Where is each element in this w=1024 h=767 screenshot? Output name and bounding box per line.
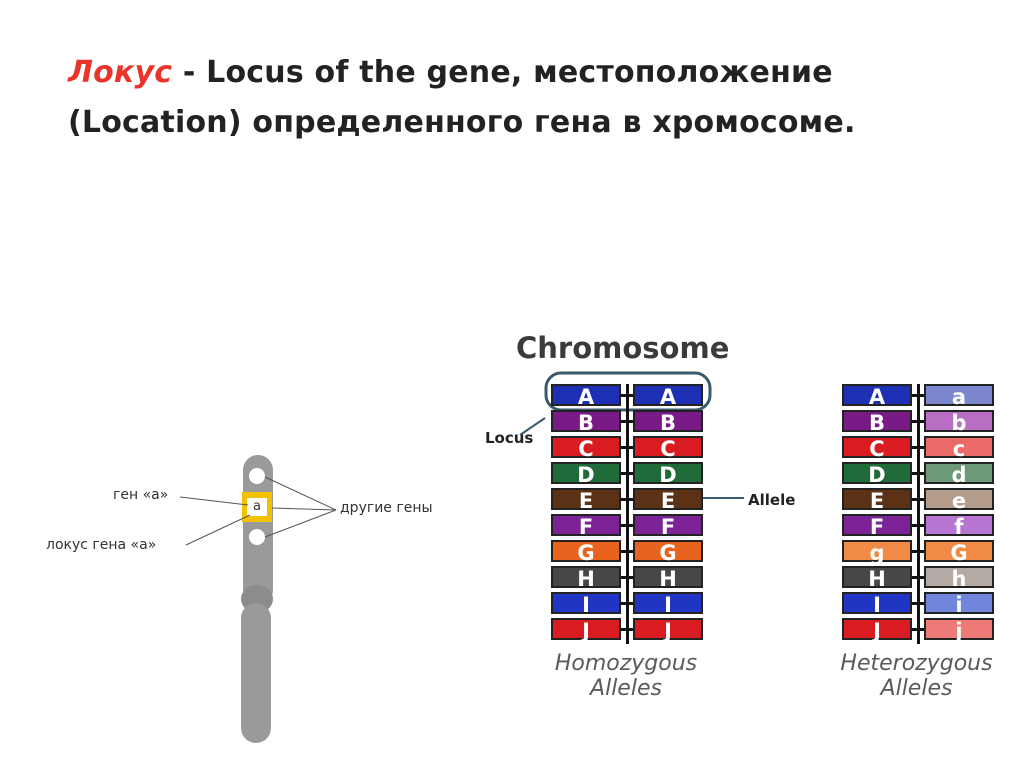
homozygous-right-allele: I (633, 592, 703, 614)
homozygous-right-allele: G (633, 540, 703, 562)
heterozygous-left-allele: H (842, 566, 912, 588)
homozygous-right-allele: F (633, 514, 703, 536)
homozygous-left-allele: J (551, 618, 621, 640)
homozygous-right-allele: C (633, 436, 703, 458)
homozygous-left-allele: E (551, 488, 621, 510)
heterozygous-caption-line1: Heterozygous (829, 651, 1004, 676)
heterozygous-right-allele: i (924, 592, 994, 614)
homozygous-left-allele: H (551, 566, 621, 588)
homozygous-left-allele: I (551, 592, 621, 614)
homozygous-right-allele: J (633, 618, 703, 640)
heterozygous-right-allele: d (924, 462, 994, 484)
homozygous-left-allele: C (551, 436, 621, 458)
homozygous-center-axis (626, 384, 629, 644)
heterozygous-center-axis (917, 384, 920, 644)
heterozygous-right-allele: f (924, 514, 994, 536)
heterozygous-left-allele: D (842, 462, 912, 484)
homozygous-left-allele: F (551, 514, 621, 536)
heterozygous-left-allele: A (842, 384, 912, 406)
heterozygous-right-allele: e (924, 488, 994, 510)
locus-pointer-line (520, 418, 545, 435)
homozygous-right-allele: E (633, 488, 703, 510)
heterozygous-caption: Heterozygous Alleles (829, 651, 1004, 701)
homozygous-right-allele: D (633, 462, 703, 484)
heterozygous-left-allele: C (842, 436, 912, 458)
homozygous-left-allele: G (551, 540, 621, 562)
homozygous-left-allele: A (551, 384, 621, 406)
homozygous-right-allele: A (633, 384, 703, 406)
heterozygous-right-allele: j (924, 618, 994, 640)
heterozygous-left-allele: B (842, 410, 912, 432)
heterozygous-right-allele: b (924, 410, 994, 432)
heterozygous-right-allele: a (924, 384, 994, 406)
heterozygous-left-allele: E (842, 488, 912, 510)
heterozygous-caption-line2: Alleles (829, 676, 1004, 701)
heterozygous-left-allele: F (842, 514, 912, 536)
heterozygous-left-allele: g (842, 540, 912, 562)
homozygous-caption: Homozygous Alleles (541, 651, 711, 701)
heterozygous-left-allele: J (842, 618, 912, 640)
homozygous-left-allele: D (551, 462, 621, 484)
heterozygous-right-allele: G (924, 540, 994, 562)
heterozygous-left-allele: I (842, 592, 912, 614)
homozygous-right-allele: H (633, 566, 703, 588)
homozygous-right-allele: B (633, 410, 703, 432)
homozygous-left-allele: B (551, 410, 621, 432)
homozygous-caption-line2: Alleles (541, 676, 711, 701)
homozygous-caption-line1: Homozygous (541, 651, 711, 676)
heterozygous-right-allele: c (924, 436, 994, 458)
heterozygous-right-allele: h (924, 566, 994, 588)
